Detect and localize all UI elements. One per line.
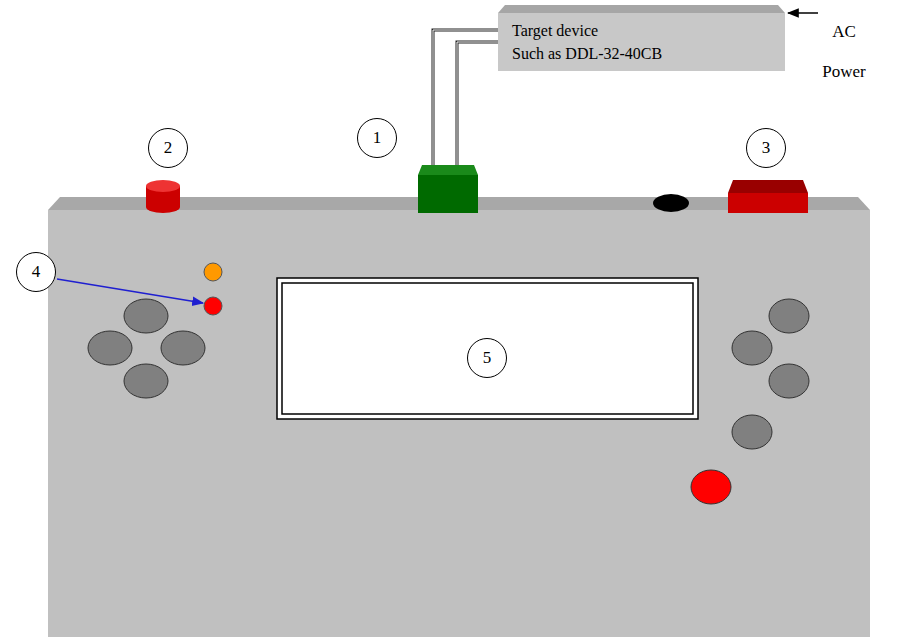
red-led — [204, 297, 222, 315]
power-arrow — [788, 12, 818, 14]
key-button — [769, 299, 809, 333]
node-text: Target device — [512, 19, 775, 42]
power-label: AC Power — [820, 12, 868, 92]
callout-number: 3 — [746, 128, 786, 168]
node-text: 1 — [373, 128, 382, 148]
cable-core — [457, 42, 498, 166]
connector — [418, 175, 478, 213]
right-keypad — [732, 299, 809, 449]
display-inner — [282, 283, 693, 414]
target-device-box: Target deviceSuch as DDL-32-40CB — [498, 13, 785, 71]
node-text: 2 — [164, 138, 173, 158]
cable-outline — [433, 30, 498, 166]
red-button — [691, 470, 731, 504]
key-button — [161, 331, 205, 365]
leader-arrow — [57, 279, 203, 303]
node-text: Such as DDL-32-40CB — [512, 42, 775, 65]
node-text: 3 — [762, 138, 771, 158]
orange-led — [204, 263, 222, 281]
node-text: 5 — [483, 348, 492, 368]
knob-top — [146, 180, 180, 192]
target-device-top — [498, 5, 785, 13]
key-button — [732, 415, 772, 449]
key-button — [124, 299, 168, 333]
power-switch — [728, 193, 808, 213]
display-outer — [277, 278, 698, 419]
node-text: 4 — [32, 262, 41, 282]
cable-outline — [457, 42, 498, 166]
callout-number: 5 — [467, 338, 507, 378]
jack-hole — [653, 194, 689, 212]
callout-number: 2 — [148, 128, 188, 168]
connector-top — [418, 165, 478, 175]
key-button — [124, 364, 168, 398]
power-switch-top — [728, 180, 808, 193]
device-housing — [48, 210, 870, 637]
key-button — [732, 331, 772, 365]
left-keypad — [88, 299, 205, 398]
callout-number: 4 — [16, 252, 56, 292]
cable-core — [433, 30, 498, 166]
key-button — [88, 331, 132, 365]
callout-number: 1 — [357, 118, 397, 158]
key-button — [769, 364, 809, 398]
